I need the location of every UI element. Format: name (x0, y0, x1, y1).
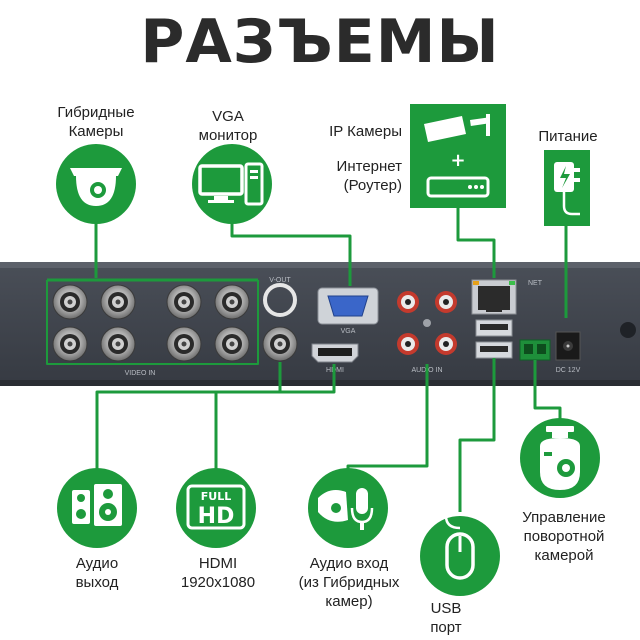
label-vga-monitor: VGA монитор (198, 108, 258, 144)
dome-camera-icon (56, 144, 136, 224)
label-ptz-control: Управление поворотной камерой (522, 509, 606, 564)
bnc-connector (52, 284, 88, 320)
v-out-label: V-OUT (269, 277, 291, 284)
rca-connector (435, 333, 457, 355)
video-in-label: VIDEO IN (125, 370, 156, 377)
ptz-camera-icon (520, 418, 600, 498)
camera-microphone-icon (308, 468, 388, 548)
label-usb-port: USB порт (430, 600, 462, 636)
line-ptz (533, 360, 562, 420)
line-ip-router (456, 206, 496, 278)
bnc-connector (100, 326, 136, 362)
hd-badge: HD (198, 504, 235, 529)
panel-bottom-edge (0, 380, 640, 386)
usb-ports (475, 319, 513, 359)
bnc-connector (100, 284, 136, 320)
label-hdmi: HDMI 1920x1080 (180, 555, 256, 591)
mouse-icon (420, 504, 500, 596)
bnc-connector (52, 326, 88, 362)
label-ip-cameras: IP Камеры (329, 123, 402, 140)
rca-connector (397, 291, 419, 313)
rca-connector (435, 291, 457, 313)
label-power: Питание (538, 128, 598, 145)
ip-camera-icon (424, 114, 490, 142)
net-label: NET (528, 280, 543, 287)
rca-connector (397, 333, 419, 355)
v-out-ring: V-OUT (263, 277, 297, 317)
bnc-connector (214, 326, 250, 362)
ethernet-port: NET (471, 279, 543, 315)
connector-lines (46, 206, 568, 512)
router-icon: + (410, 104, 506, 208)
label-audio-in: Аудио вход (из Гибридных камер) (298, 555, 400, 610)
rs485-terminal (519, 339, 551, 361)
bracket-bnc (46, 280, 259, 365)
bnc-connector (214, 284, 250, 320)
bnc-connector (166, 326, 202, 362)
label-hybrid-cameras: Гибридные Камеры (57, 104, 135, 140)
bnc-connector (166, 284, 202, 320)
label-internet-router: Интернет (Роутер) (336, 158, 402, 194)
line-vga (230, 216, 352, 286)
line-hdmi (214, 364, 336, 470)
vga-port-label: VGA (341, 328, 356, 335)
full-badge: FULL (201, 490, 231, 503)
desktop-computer-icon (192, 144, 272, 224)
page-title: РАЗЪЕМЫ (140, 7, 500, 77)
full-hd-icon: FULL HD (176, 468, 256, 548)
audio-out-bnc (262, 326, 298, 362)
speakers-icon (57, 468, 137, 548)
panel-screw (620, 322, 636, 338)
svg-text:+: + (450, 150, 465, 171)
line-audio-out (95, 362, 282, 470)
dc-power-jack: DC 12V (555, 331, 581, 374)
ground-screw (423, 319, 431, 327)
power-adapter-icon (544, 150, 590, 226)
label-audio-out: Аудио выход (75, 555, 119, 591)
dc-label: DC 12V (556, 367, 581, 374)
vga-port: VGA (317, 287, 379, 335)
line-usb (458, 358, 496, 512)
panel-top-edge (0, 262, 640, 268)
bnc-video-inputs: VIDEO IN (52, 284, 250, 377)
